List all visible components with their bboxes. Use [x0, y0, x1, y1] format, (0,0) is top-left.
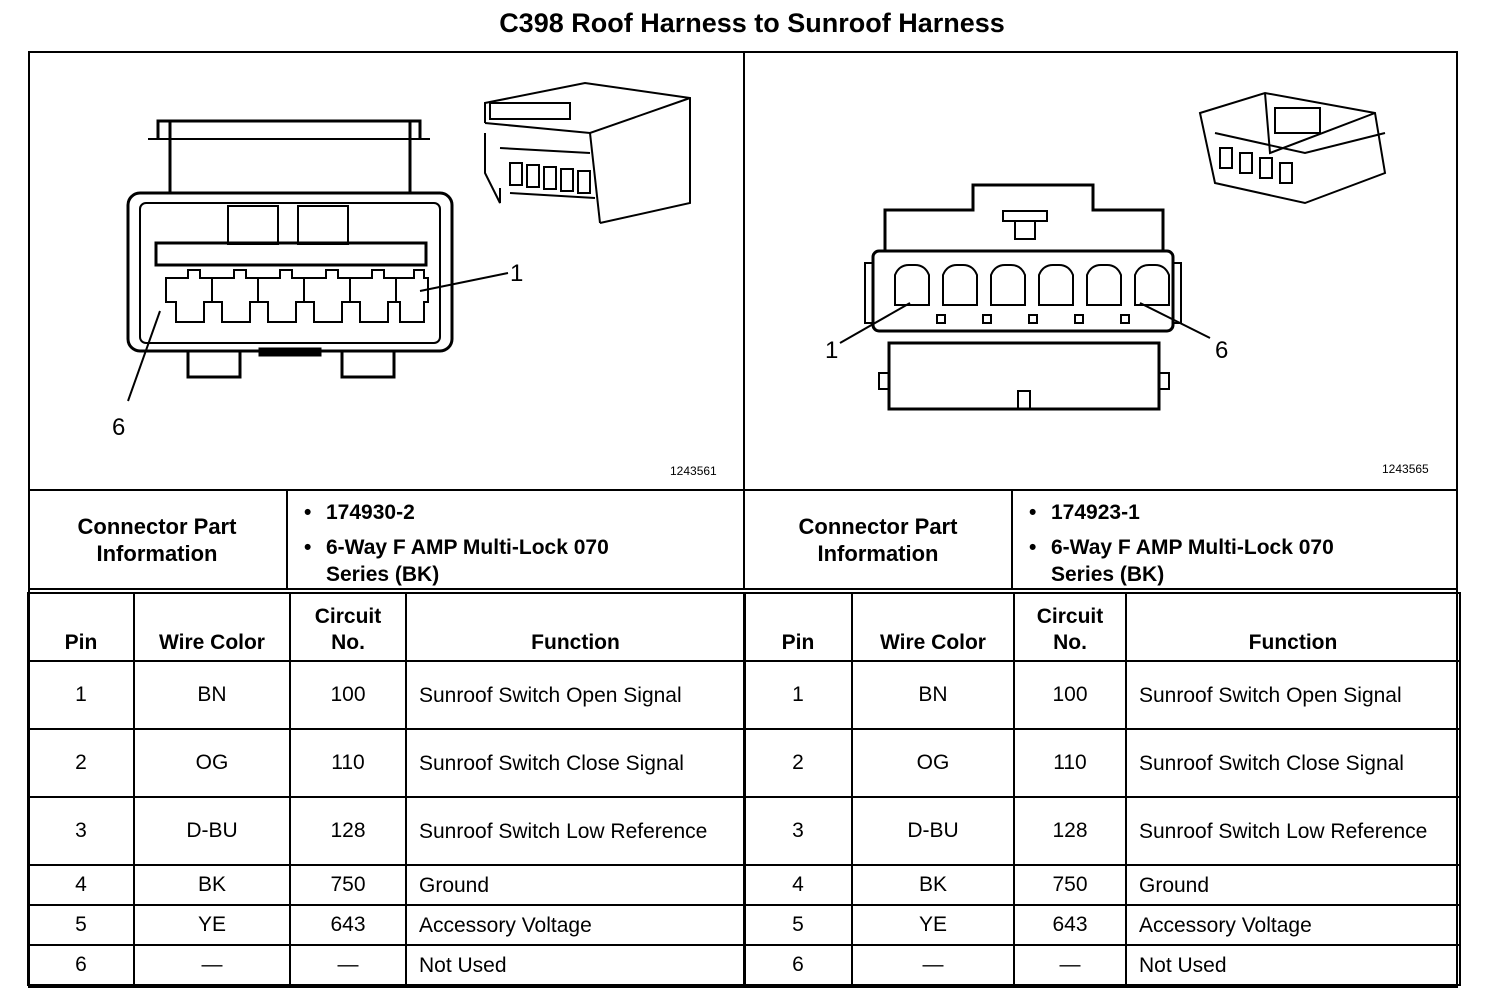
table-row: 1 BN 100 Sunroof Switch Open Signal — [27, 660, 746, 730]
right-pin-table: Pin Wire Color Circuit No. Function 1 BN… — [743, 592, 1461, 986]
left-pin-6-label: 6 — [112, 414, 125, 441]
table-row: 6 — — Not Used — [743, 944, 1461, 986]
circuit-cell: 128 — [1013, 796, 1127, 866]
wire-color-cell: BK — [851, 864, 1015, 906]
wire-color-header: Wire Color — [133, 592, 291, 662]
pin-cell: 1 — [743, 660, 853, 730]
table-row: 2 OG 110 Sunroof Switch Close Signal — [743, 728, 1461, 798]
circuit-cell: 750 — [1013, 864, 1127, 906]
pin-cell: 4 — [27, 864, 135, 906]
pin-cell: 6 — [27, 944, 135, 986]
left-connector-iso-view — [484, 81, 691, 224]
wire-color-cell: D-BU — [133, 796, 291, 866]
right-pin-1-label: 1 — [825, 337, 838, 364]
pin-header: Pin — [743, 592, 853, 662]
circuit-cell: 110 — [289, 728, 407, 798]
circuit-cell: 750 — [289, 864, 407, 906]
wire-color-cell: — — [851, 944, 1015, 986]
table-row: 3 D-BU 128 Sunroof Switch Low Reference — [27, 796, 746, 866]
right-connector-iso-view — [1198, 91, 1387, 205]
pin-cell: 1 — [27, 660, 135, 730]
circuit-header: Circuit No. — [289, 592, 407, 662]
right-connector-drawing: 1 6 — [745, 53, 1456, 489]
wire-color-cell: D-BU — [851, 796, 1015, 866]
function-cell: Accessory Voltage — [1125, 904, 1461, 946]
table-row: 5 YE 643 Accessory Voltage — [743, 904, 1461, 946]
pin-cell: 2 — [27, 728, 135, 798]
wire-color-cell: YE — [133, 904, 291, 946]
function-header: Function — [405, 592, 746, 662]
circuit-cell: 100 — [1013, 660, 1127, 730]
circuit-cell: 110 — [1013, 728, 1127, 798]
function-cell: Not Used — [1125, 944, 1461, 986]
wire-color-cell: OG — [133, 728, 291, 798]
left-connector-drawing: 1 6 — [30, 53, 743, 489]
circuit-cell: — — [289, 944, 407, 986]
right-part-number: 174923-1 — [1029, 499, 1458, 526]
circuit-cell: 643 — [1013, 904, 1127, 946]
table-row: 6 — — Not Used — [27, 944, 746, 986]
wire-color-cell: — — [133, 944, 291, 986]
function-cell: Accessory Voltage — [405, 904, 746, 946]
wire-color-header: Wire Color — [851, 592, 1015, 662]
function-cell: Sunroof Switch Open Signal — [405, 660, 746, 730]
left-part-description: 6-Way F AMP Multi-Lock 070 Series (BK) — [304, 534, 743, 588]
right-pin-6-label: 6 — [1215, 337, 1228, 364]
function-cell: Not Used — [405, 944, 746, 986]
function-cell: Sunroof Switch Open Signal — [1125, 660, 1461, 730]
table-row: 2 OG 110 Sunroof Switch Close Signal — [27, 728, 746, 798]
pin-cell: 5 — [743, 904, 853, 946]
table-row: 4 BK 750 Ground — [27, 864, 746, 906]
function-cell: Ground — [405, 864, 746, 906]
right-connector-part-info: Connector Part Information 174923-1 6-Wa… — [743, 489, 1458, 590]
wire-color-cell: YE — [851, 904, 1015, 946]
wire-color-cell: BK — [133, 864, 291, 906]
left-connector-part-label: Connector Part Information — [28, 491, 288, 588]
circuit-cell: 643 — [289, 904, 407, 946]
wire-color-cell: OG — [851, 728, 1015, 798]
pin-cell: 5 — [27, 904, 135, 946]
table-row: 3 D-BU 128 Sunroof Switch Low Reference — [743, 796, 1461, 866]
right-connector-face-view — [839, 183, 1211, 411]
circuit-header: Circuit No. — [1013, 592, 1127, 662]
left-connector-part-info: Connector Part Information 174930-2 6-Wa… — [28, 489, 743, 590]
circuit-cell: — — [1013, 944, 1127, 986]
circuit-cell: 100 — [289, 660, 407, 730]
pin-cell: 4 — [743, 864, 853, 906]
right-figure-id: 1243565 — [1382, 462, 1429, 476]
left-part-info-list: 174930-2 6-Way F AMP Multi-Lock 070 Seri… — [288, 491, 743, 588]
right-connector-part-label: Connector Part Information — [745, 491, 1013, 588]
page-title: C398 Roof Harness to Sunroof Harness — [499, 8, 1005, 38]
table-row: 1 BN 100 Sunroof Switch Open Signal — [743, 660, 1461, 730]
left-pin-1-label: 1 — [510, 260, 523, 287]
table-header-row: Pin Wire Color Circuit No. Function — [743, 592, 1461, 662]
function-header: Function — [1125, 592, 1461, 662]
left-figure-id: 1243561 — [670, 464, 717, 478]
table-header-row: Pin Wire Color Circuit No. Function — [27, 592, 746, 662]
pin-header: Pin — [27, 592, 135, 662]
left-connector-face-view — [126, 119, 509, 402]
table-row: 4 BK 750 Ground — [743, 864, 1461, 906]
wire-color-cell: BN — [133, 660, 291, 730]
left-pin-table: Pin Wire Color Circuit No. Function 1 BN… — [27, 592, 746, 986]
table-row: 5 YE 643 Accessory Voltage — [27, 904, 746, 946]
pin-cell: 3 — [27, 796, 135, 866]
left-part-number: 174930-2 — [304, 499, 743, 526]
wire-color-cell: BN — [851, 660, 1015, 730]
function-cell: Sunroof Switch Close Signal — [1125, 728, 1461, 798]
function-cell: Sunroof Switch Close Signal — [405, 728, 746, 798]
function-cell: Ground — [1125, 864, 1461, 906]
pin-cell: 6 — [743, 944, 853, 986]
right-part-info-list: 174923-1 6-Way F AMP Multi-Lock 070 Seri… — [1013, 491, 1458, 588]
function-cell: Sunroof Switch Low Reference — [405, 796, 746, 866]
pin-cell: 3 — [743, 796, 853, 866]
circuit-cell: 128 — [289, 796, 407, 866]
function-cell: Sunroof Switch Low Reference — [1125, 796, 1461, 866]
right-part-description: 6-Way F AMP Multi-Lock 070 Series (BK) — [1029, 534, 1458, 588]
pin-cell: 2 — [743, 728, 853, 798]
panel-divider — [743, 51, 745, 491]
